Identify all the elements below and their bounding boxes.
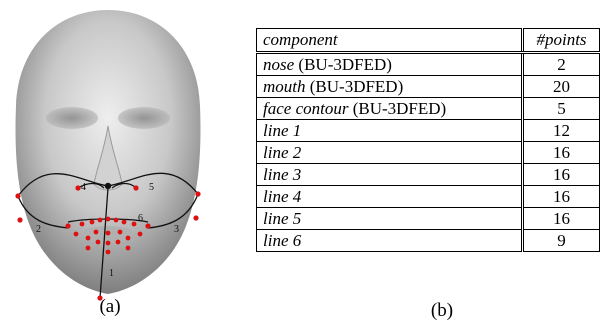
line-label-4: 4 [81,182,86,193]
component-name: line 1 [263,120,302,140]
table-header-row: component #points [256,28,600,54]
component-name: face contour [263,98,349,118]
component-name: nose [263,54,295,74]
table-row: mouth (BU-3DFED)20 [256,75,600,98]
table-row: line 2 16 [256,141,600,164]
component-cell: nose (BU-3DFED) [256,52,523,76]
line-2-path [17,195,69,229]
points-cell: 16 [521,185,600,208]
header-component: component [256,28,523,54]
table-row: line 5 16 [256,207,600,230]
line-label-5: 5 [149,182,154,193]
line-1-path [99,187,109,299]
line-label-3: 3 [174,224,179,235]
component-source: (BU-3DFED) [348,98,447,118]
caption-a: (a) [99,296,121,317]
component-name: line 4 [263,186,302,206]
component-cell: mouth (BU-3DFED) [256,75,523,98]
component-cell: face contour (BU-3DFED) [256,97,523,120]
points-cell: 12 [521,119,600,142]
component-name: line 2 [263,142,302,162]
line-4-path [77,182,105,189]
points-cell: 9 [521,229,600,252]
face-landmark-figure: 1 2 3 4 5 6 [15,10,201,301]
component-name: line 3 [263,164,302,184]
line-label-1: 1 [109,268,114,279]
component-name: mouth [263,76,306,96]
component-name: line 6 [263,230,302,250]
line-3-path [147,193,199,229]
right-eye-socket [118,107,170,129]
left-eye-socket [46,107,98,129]
points-cell: 5 [521,97,600,120]
component-cell: line 6 [256,229,523,252]
component-source: (BU-3DFED) [305,76,404,96]
table-row: nose (BU-3DFED)2 [256,52,600,76]
points-cell: 16 [521,141,600,164]
table-row: line 6 9 [256,229,600,252]
points-cell: 16 [521,207,600,230]
caption-b: (b) [430,300,454,321]
table-row: line 3 16 [256,163,600,186]
component-cell: line 3 [256,163,523,186]
component-cell: line 2 [256,141,523,164]
component-cell: line 4 [256,185,523,208]
table-row: line 4 16 [256,185,600,208]
component-cell: line 1 [256,119,523,142]
points-cell: 20 [521,75,600,98]
component-source: (BU-3DFED) [294,54,392,74]
table-row: face contour (BU-3DFED)5 [256,97,600,120]
line-label-6: 6 [138,213,143,224]
points-cell: 2 [521,52,600,76]
landmark-points [15,185,201,301]
component-name: line 5 [263,208,302,228]
line-label-2: 2 [36,224,41,235]
nose-tip-point [104,182,112,190]
component-cell: line 5 [256,207,523,230]
table-row: line 1 12 [256,119,600,142]
header-points: #points [521,28,600,54]
points-cell: 16 [521,163,600,186]
